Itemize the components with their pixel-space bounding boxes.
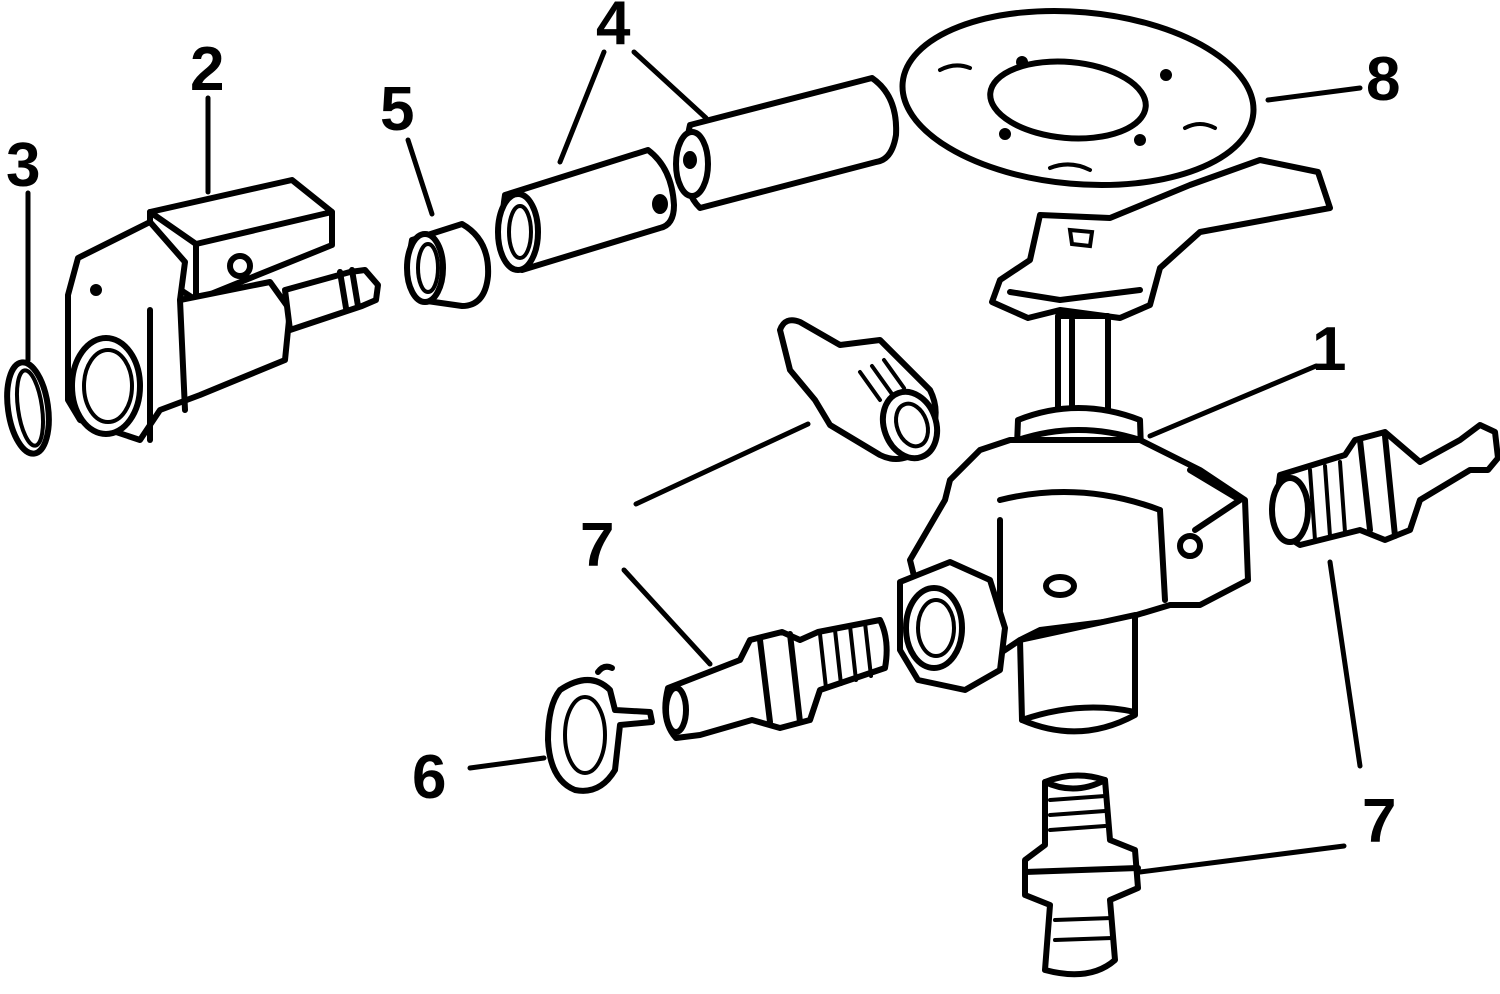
part-8-gasket: [899, 7, 1257, 189]
leader-1: [1147, 363, 1319, 439]
callout-3: 3: [6, 131, 40, 200]
leader-6: [467, 755, 547, 771]
part-6-clip: [545, 663, 655, 794]
callout-8: 8: [1366, 45, 1400, 114]
callout-labels: 3 2 5 4 8 1 7 7 6: [6, 0, 1400, 856]
leader-lines: [25, 49, 1363, 875]
leader-8: [1265, 85, 1363, 103]
callout-2: 2: [190, 35, 224, 104]
part-3-o-ring: [4, 359, 52, 457]
leader-7a: [633, 421, 811, 507]
leader-4a: [557, 49, 607, 165]
part-7-fitting-upper: [777, 317, 941, 462]
callout-5: 5: [380, 75, 414, 144]
callout-7-left: 7: [580, 511, 614, 580]
callout-4: 4: [596, 0, 631, 58]
part-2-fuel-connector: [65, 177, 381, 443]
callout-7-right: 7: [1362, 787, 1396, 856]
callout-6: 6: [412, 743, 446, 812]
part-7-fitting-bottom: [1022, 772, 1141, 978]
leader-7c: [1327, 559, 1363, 769]
callout-1: 1: [1312, 315, 1346, 384]
part-4-hoses: [495, 75, 900, 273]
leader-4b: [631, 49, 709, 121]
part-5-clamp: [404, 221, 492, 309]
leader-5: [405, 137, 435, 217]
part-7-fitting-left: [662, 617, 890, 741]
part-7-fitting-right: [1269, 422, 1500, 548]
leader-7d: [1137, 843, 1347, 875]
leader-7b: [621, 567, 713, 667]
part-1-fuel-valve: [897, 157, 1333, 735]
